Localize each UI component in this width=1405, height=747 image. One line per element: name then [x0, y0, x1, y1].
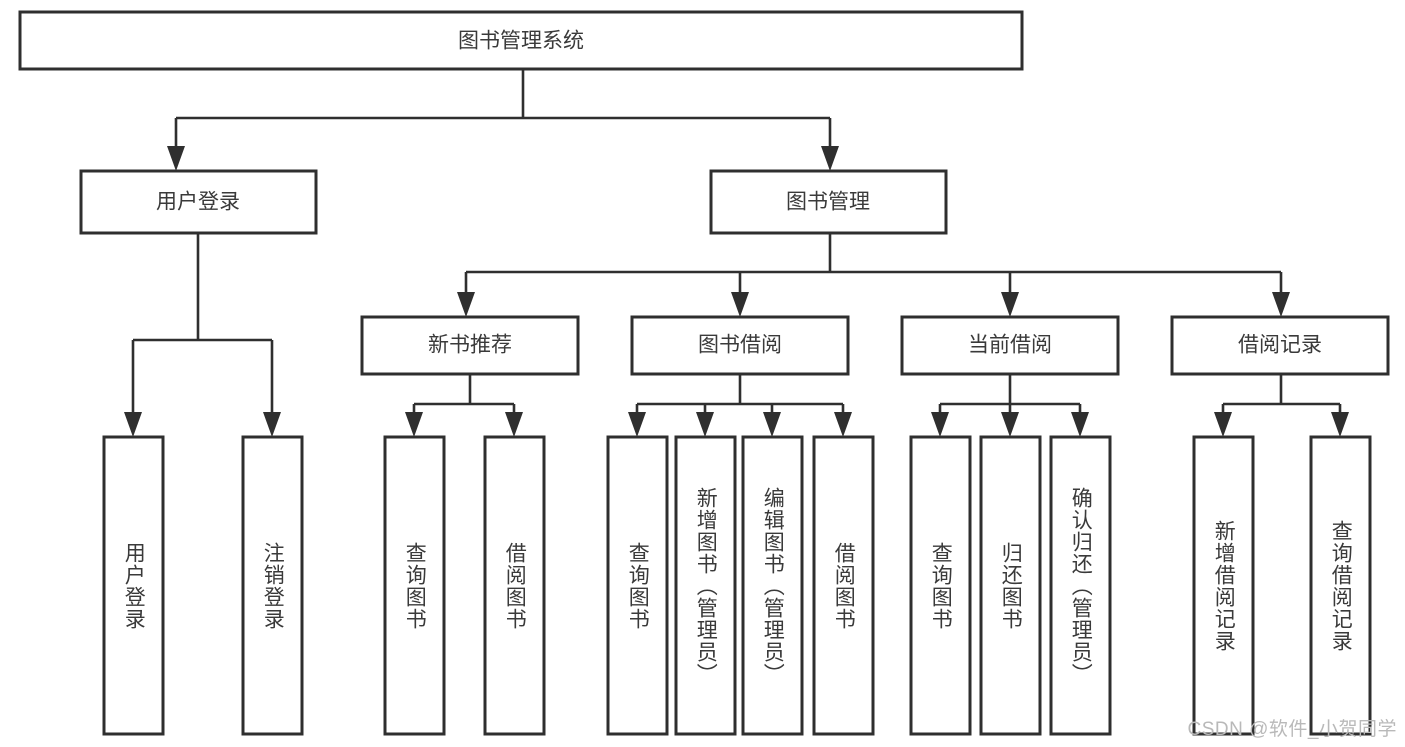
node-leaf-user-logout-box[interactable] — [241, 435, 304, 736]
node-new-book-recommend-box[interactable] — [360, 315, 580, 376]
node-leaf-borrow-book-1-box[interactable] — [483, 435, 546, 736]
node-leaf-borrow-book-2-label: 借阅图书 — [832, 541, 856, 630]
node-leaf-confirm-return-box[interactable] — [1049, 435, 1112, 736]
node-leaf-add-book-box[interactable] — [674, 435, 737, 736]
node-book-borrow-label: 图书借阅 — [698, 334, 782, 357]
node-book-management-box[interactable] — [709, 169, 948, 235]
node-new-book-recommend-label: 新书推荐 — [428, 334, 512, 357]
node-leaf-query-record-box[interactable] — [1309, 435, 1372, 736]
connector-root-to-level2 — [167, 69, 839, 171]
node-leaf-add-record-box[interactable] — [1192, 435, 1255, 736]
node-leaf-add-record-label: 新增借阅记录 — [1212, 519, 1236, 652]
node-leaf-query-book-3-label: 查询图书 — [929, 541, 953, 630]
node-leaf-query-record-label: 查询借阅记录 — [1329, 519, 1353, 652]
node-leaf-return-book-box[interactable] — [979, 435, 1042, 736]
node-leaf-user-login-box[interactable] — [102, 435, 165, 736]
connector-currentborrow-to-leaves — [931, 374, 1089, 437]
node-book-borrow-box[interactable] — [630, 315, 850, 376]
node-leaf-query-book-3-box[interactable] — [909, 435, 972, 736]
node-leaf-query-book-2-label: 查询图书 — [626, 541, 650, 630]
node-borrow-record-box[interactable] — [1170, 315, 1390, 376]
connector-newbook-to-leaves — [405, 374, 523, 437]
node-leaf-user-login-label: 用户登录 — [122, 541, 146, 630]
node-leaf-query-book-1-label: 查询图书 — [403, 541, 427, 630]
connector-borrowrecord-to-leaves — [1214, 374, 1349, 437]
node-leaf-return-book-label: 归还图书 — [999, 541, 1023, 630]
node-current-borrow-label: 当前借阅 — [968, 334, 1052, 357]
node-leaf-query-book-2-box[interactable] — [606, 435, 669, 736]
node-leaf-edit-book-box[interactable] — [741, 435, 804, 736]
node-leaf-add-book-label: 新增图书（管理员） — [694, 486, 718, 685]
node-leaf-confirm-return-label: 确认归还（管理员） — [1069, 486, 1093, 685]
node-current-borrow-box[interactable] — [900, 315, 1120, 376]
node-root-box[interactable] — [18, 10, 1024, 71]
node-user-login-label: 用户登录 — [156, 191, 240, 214]
node-root-label: 图书管理系统 — [458, 30, 584, 53]
node-leaf-borrow-book-2-box[interactable] — [812, 435, 875, 736]
connector-bookborrow-to-leaves — [628, 374, 852, 437]
node-user-login-box[interactable] — [79, 169, 318, 235]
connector-bookmgmt-to-level3 — [457, 233, 1290, 317]
node-leaf-user-logout-label: 注销登录 — [261, 541, 285, 630]
node-leaf-edit-book-label: 编辑图书（管理员） — [761, 486, 785, 685]
csdn-watermark: CSDN @软件_小贺同学 — [1187, 719, 1397, 740]
node-borrow-record-label: 借阅记录 — [1238, 334, 1322, 357]
connector-userlogin-to-leaves — [124, 233, 281, 437]
node-book-management-label: 图书管理 — [786, 191, 870, 214]
node-leaf-borrow-book-1-label: 借阅图书 — [503, 541, 527, 630]
node-leaf-query-book-1-box[interactable] — [383, 435, 446, 736]
